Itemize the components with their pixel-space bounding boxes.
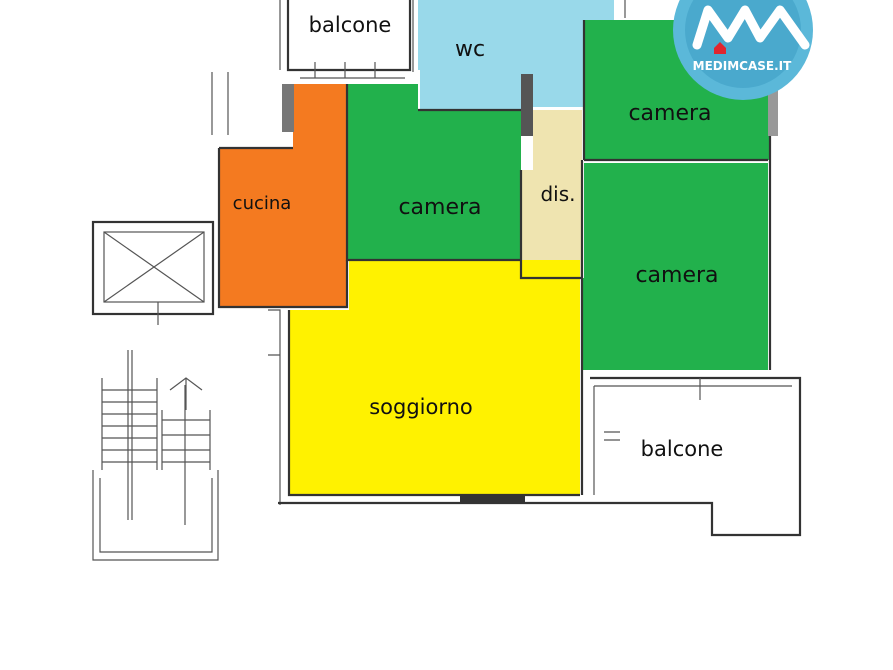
label-camera-top-right: camera: [628, 101, 711, 126]
label-camera-center: camera: [398, 195, 481, 220]
label-balcone-top: balcone: [309, 13, 392, 37]
house-icon: [714, 42, 726, 54]
room-soggiorno: [289, 260, 580, 495]
room-wc: [418, 0, 614, 110]
staircase: [92, 350, 219, 561]
room-camera-center: [347, 84, 521, 260]
medimcase-logo: MEDIMCASE.IT: [673, 0, 813, 100]
logo-text: MEDIMCASE.IT: [693, 59, 792, 73]
label-wc: wc: [455, 37, 485, 62]
label-balcone-bottom: balcone: [641, 437, 724, 461]
exterior-lines: [211, 0, 626, 505]
label-dis: dis.: [540, 182, 575, 206]
walls: [217, 0, 802, 537]
room-cucina: [219, 84, 347, 307]
room-dis: [521, 110, 582, 278]
label-cucina: cucina: [233, 193, 292, 214]
elevator-shaft: [91, 220, 215, 325]
label-soggiorno: soggiorno: [369, 395, 473, 419]
label-camera-right: camera: [635, 263, 718, 288]
room-camera-right: [582, 163, 768, 370]
